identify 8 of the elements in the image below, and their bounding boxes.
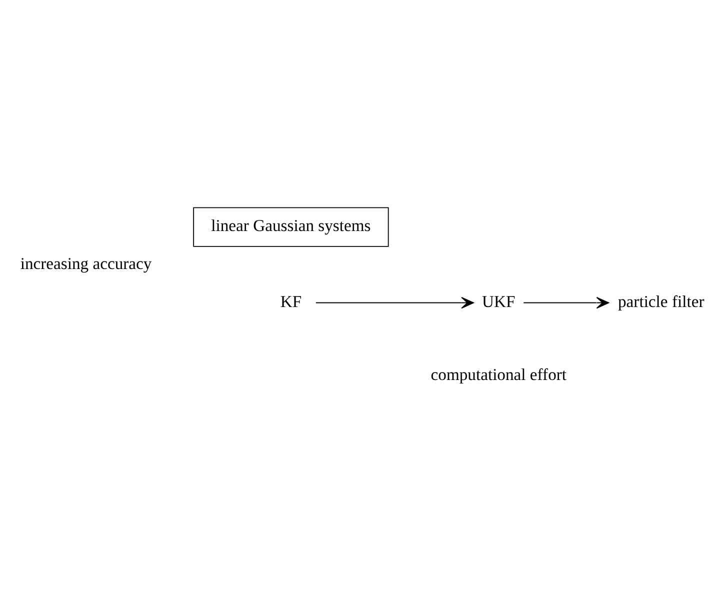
node-box: linear Gaussian systems	[193, 206, 389, 246]
node-text: particle filter	[618, 291, 704, 310]
arrow	[315, 296, 474, 308]
node-text: UKF	[482, 291, 516, 310]
label: increasing accuracy	[20, 253, 152, 272]
node-text: KF	[280, 291, 302, 310]
label: computational effort	[430, 364, 567, 384]
arrow	[523, 296, 610, 308]
